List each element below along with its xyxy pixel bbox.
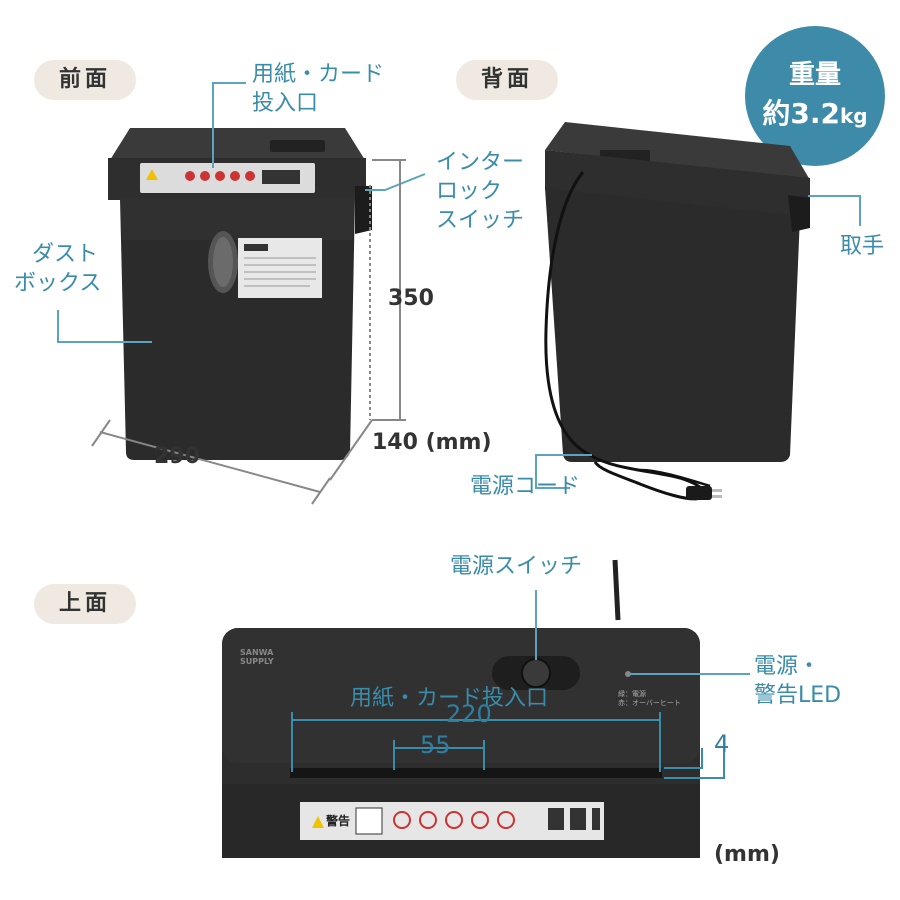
- section-front-label: 前面: [34, 60, 136, 100]
- interlock-switch-label: インター ロック スイッチ: [436, 150, 525, 233]
- front-shredder-image: [108, 128, 372, 460]
- height-dimension: 350: [388, 286, 434, 311]
- warning-sticker-text: 警告: [326, 814, 351, 828]
- led-legend-print: 緑：電源 赤：オーバーヒート: [618, 690, 681, 707]
- dimension-lines: [91, 159, 406, 505]
- back-shredder-image: [544, 122, 810, 501]
- depth-dimension: 140 (mm): [372, 430, 492, 455]
- unit-label: (mm): [714, 842, 780, 867]
- top-shredder-image: [222, 559, 700, 858]
- dust-box-label: ダスト ボックス: [14, 242, 102, 296]
- weight-badge: 重量 約3.2kg: [745, 26, 885, 166]
- weight-title: 重量: [788, 60, 841, 90]
- brand-print: SANWA SUPPLY: [240, 648, 274, 666]
- power-cord-label: 電源コード: [470, 474, 581, 499]
- weight-value: 約3.2kg: [762, 97, 868, 130]
- slot-gap-dimension: 4: [714, 730, 730, 758]
- section-back-label: 背面: [456, 60, 558, 100]
- top-slot-label: 用紙・カード投入口: [350, 686, 549, 711]
- leader-lines: [57, 82, 861, 675]
- paper-card-slot-label: 用紙・カード 投入口: [252, 62, 385, 116]
- power-switch-label: 電源スイッチ: [450, 554, 583, 579]
- top-dimension-lines: [291, 712, 725, 779]
- handle-label: 取手: [840, 234, 885, 259]
- power-warning-led-label: 電源・ 警告LED: [754, 654, 842, 708]
- card-slot-width-dimension: 55: [420, 731, 451, 759]
- width-dimension: 290: [154, 444, 200, 469]
- section-top-label: 上面: [34, 584, 136, 624]
- slot-width-dimension: 220: [446, 700, 492, 728]
